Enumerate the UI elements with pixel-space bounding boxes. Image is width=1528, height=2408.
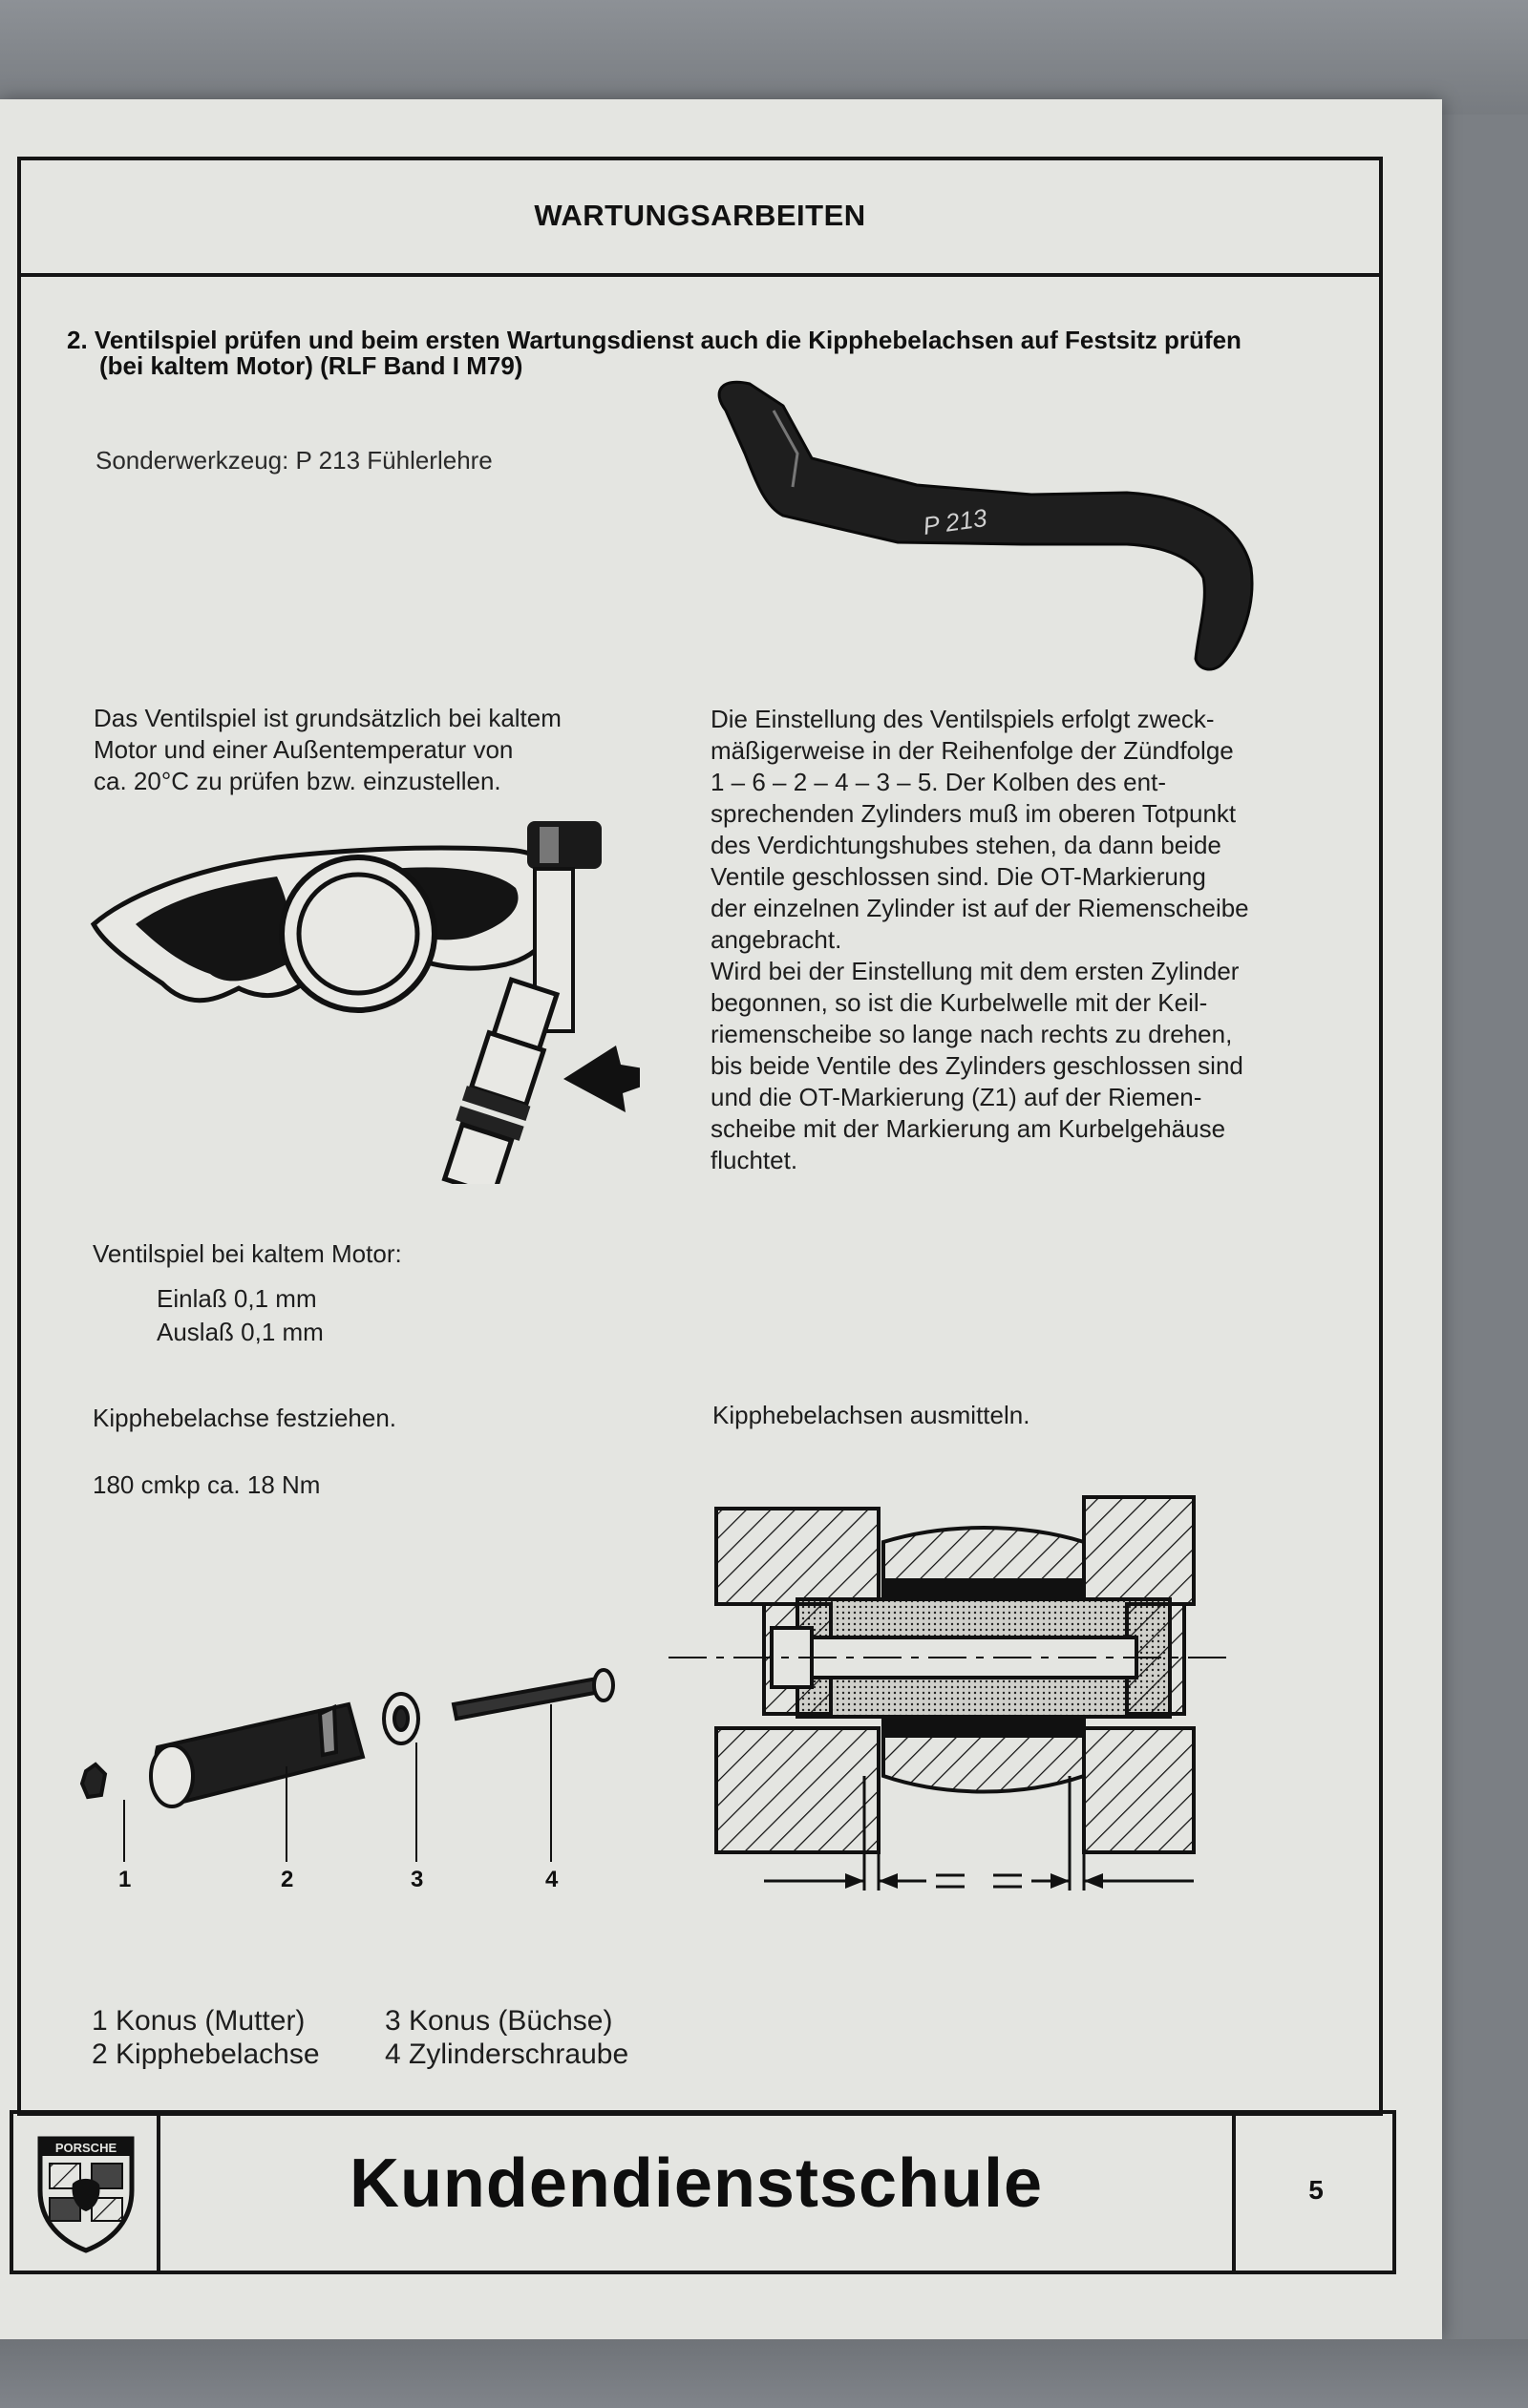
part-cylinder-screw-head: [592, 1668, 615, 1702]
right-paragraph-line: begonnen, so ist die Kurbelwelle mit der…: [711, 988, 1208, 1017]
part-cone-bushing-hole: [393, 1705, 410, 1732]
background-bottom: [0, 2339, 1528, 2408]
right-paragraph-line: scheibe mit der Markierung am Kurbelgehä…: [711, 1114, 1226, 1143]
part-number-1: 1: [118, 1867, 132, 1892]
background-top: [0, 0, 1528, 115]
right-paragraph-line: des Verdichtungshubes stehen, da dann be…: [711, 831, 1221, 859]
legend-item-2: 2 Kipphebelachse: [92, 2038, 320, 2070]
part-cylinder-screw: [451, 1676, 603, 1722]
bushing-bottom: [881, 1715, 1086, 1738]
arrow-icon: [563, 1046, 640, 1112]
housing-bottom-left: [714, 1726, 881, 1854]
rocker-bore-inner: [296, 872, 420, 996]
rocker-section-bottom: [881, 1734, 1086, 1794]
feeler-gauge-illustration: P 213: [717, 380, 1254, 671]
right-paragraph-line: sprechenden Zylinders muß im oberen Totp…: [711, 799, 1237, 828]
centering-instruction: Kipphebelachsen ausmitteln.: [712, 1401, 1030, 1429]
page-frame: [17, 157, 1383, 2116]
right-paragraph-line: Die Einstellung des Ventilspiels erfolgt…: [711, 705, 1215, 733]
legend-item-4: 4 Zylinderschraube: [385, 2038, 629, 2070]
housing-bottom-right: [1082, 1726, 1196, 1854]
right-paragraph-line: Wird bei der Einstellung mit dem ersten …: [711, 957, 1240, 985]
page-title: WARTUNGSARBEITEN: [534, 199, 866, 232]
cross-section-illustration: [668, 1495, 1232, 1890]
rocker-section-top: [881, 1526, 1086, 1582]
part-rocker-shaft-band: [317, 1703, 339, 1758]
clearance-intake: Einlaß 0,1 mm: [157, 1284, 317, 1313]
valve-stem-mid: [468, 1029, 547, 1109]
right-paragraph-line: Ventile geschlossen sind. Die OT-Markier…: [711, 862, 1206, 891]
intro-text-line3: ca. 20°C zu prüfen bzw. einzustellen.: [94, 767, 501, 795]
valve-stem-lower: [441, 1121, 515, 1184]
footer-divider-left: [157, 2110, 160, 2274]
right-paragraph-line: fluchtet.: [711, 1146, 798, 1174]
right-paragraph-line: und die OT-Markierung (Z1) auf der Rieme…: [711, 1083, 1202, 1111]
part-cone-nut: [79, 1762, 108, 1800]
right-paragraph-line: 1 – 6 – 2 – 4 – 3 – 5. Der Kolben des en…: [711, 768, 1166, 796]
right-paragraph-line: bis beide Ventile des Zylinders geschlos…: [711, 1051, 1243, 1080]
intro-text-line1: Das Ventilspiel ist grundsätzlich bei ka…: [94, 704, 562, 732]
legend-item-1: 1 Konus (Mutter): [92, 2005, 306, 2037]
right-paragraph-line: der einzelnen Zylinder ist auf der Rieme…: [711, 894, 1249, 922]
rocker-arm-illustration: [90, 821, 640, 1184]
footer-brand: Kundendienstschule: [349, 2145, 1044, 2222]
intro-text-line2: Motor und einer Außentemperatur von: [94, 735, 514, 764]
porsche-crest-logo: PORSCHE: [37, 2136, 135, 2253]
valve-groove-1: [461, 1086, 531, 1121]
section-heading-line1: 2. Ventilspiel prüfen und beim ersten Wa…: [67, 326, 1242, 354]
crest-banner: [40, 2139, 132, 2156]
torque-instruction: Kipphebelachse festziehen.: [93, 1404, 397, 1432]
torque-value: 180 cmkp ca. 18 Nm: [93, 1470, 321, 1499]
exploded-parts-illustration: [79, 1668, 615, 1862]
rocker-bore-outer: [279, 855, 437, 1013]
page-number: 5: [1308, 2175, 1324, 2205]
footer-bar: [10, 2110, 1396, 2274]
special-tool-text: Sonderwerkzeug: P 213 Fühlerlehre: [96, 446, 493, 475]
part-number-4: 4: [545, 1867, 559, 1892]
gauge-blade: [717, 380, 1254, 671]
adjust-nut: [527, 821, 602, 869]
housing-top-right: [1082, 1495, 1196, 1606]
dimension-arrowheads: [845, 1873, 1103, 1889]
part-number-3: 3: [411, 1867, 424, 1892]
right-paragraph-line: riemenscheibe so lange nach rechts zu dr…: [711, 1020, 1233, 1048]
gauge-highlight: [772, 410, 799, 488]
header-band: [17, 157, 1383, 277]
crest-quarter-2: [91, 2163, 123, 2189]
crest-word: PORSCHE: [55, 2141, 117, 2155]
legend-item-3: 3 Konus (Büchse): [385, 2005, 613, 2037]
part-number-2: 2: [281, 1867, 294, 1892]
document-sheet: [0, 99, 1442, 2339]
bushing-top: [881, 1578, 1086, 1601]
part-rocker-shaft-end: [149, 1743, 195, 1808]
clearance-title: Ventilspiel bei kaltem Motor:: [93, 1239, 402, 1268]
crest-horse-icon: [72, 2178, 100, 2211]
adjust-nut-face: [540, 827, 559, 863]
housing-top-left: [714, 1507, 881, 1606]
valve-groove-2: [456, 1106, 524, 1141]
clearance-exhaust: Auslaß 0,1 mm: [157, 1318, 324, 1346]
right-paragraph-line: angebracht.: [711, 925, 842, 954]
footer-divider-right: [1232, 2110, 1236, 2274]
right-paragraph-line: mäßigerweise in der Reihenfolge der Zünd…: [711, 736, 1234, 765]
rocker-recess-left: [136, 877, 292, 982]
section-heading-line2: (bei kaltem Motor) (RLF Band I M79): [99, 351, 523, 380]
